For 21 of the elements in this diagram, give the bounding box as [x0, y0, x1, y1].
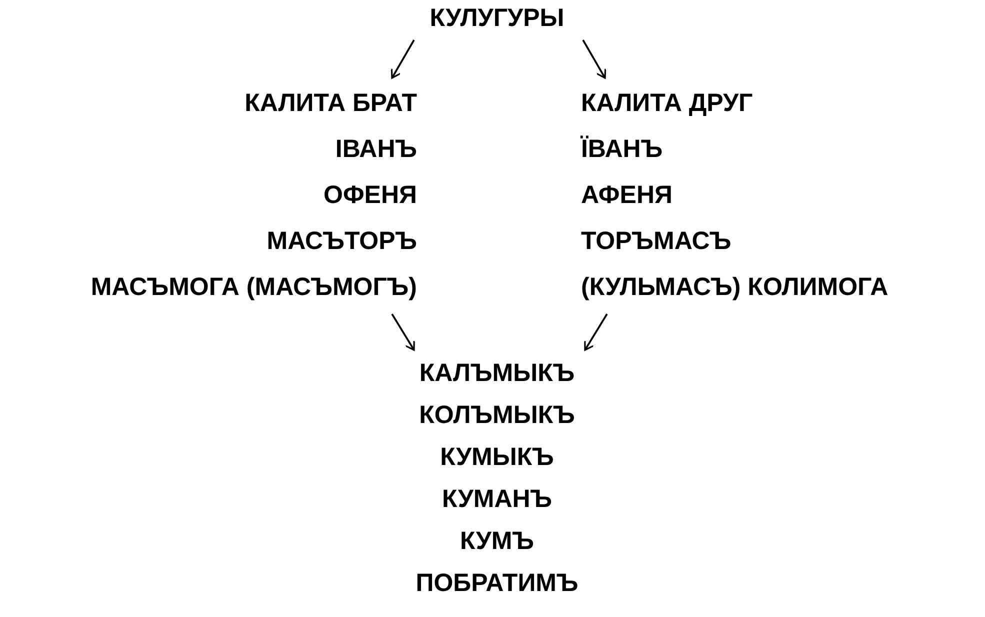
word-label: ПОБРАТИМЪ [416, 568, 578, 599]
word-label: МАСЪМОГА (МАСЪМОГЪ) [90, 272, 417, 303]
word-label: КАЛЪМЫКЪ [419, 358, 575, 389]
arrow [584, 314, 608, 351]
word-label: ЇВАНЪ [581, 134, 663, 165]
word-label: КАЛИТА ДРУГ [581, 88, 753, 119]
word-label: КУЛУГУРЫ [392, 0, 602, 36]
word-label: ТОРЪМАСЪ [581, 226, 732, 257]
word-label: КОЛЪМЫКЪ [419, 400, 575, 431]
arrow [390, 40, 415, 79]
arrow [391, 314, 415, 351]
arrow [582, 40, 606, 79]
word-label: ОФЕНЯ [324, 180, 417, 211]
word-label: МАСЪТОРЪ [266, 226, 417, 257]
word-label: (КУЛЬМАСЪ) КОЛИМОГА [581, 272, 888, 303]
word-label: АФЕНЯ [581, 180, 672, 211]
word-label: КУМЫКЪ [440, 442, 554, 473]
word-label: ІВАНЪ [335, 134, 417, 165]
word-label: КАЛИТА БРАТ [244, 88, 417, 119]
word-label: КУМЪ [460, 526, 534, 557]
word-label: КУМАНЪ [442, 484, 552, 515]
